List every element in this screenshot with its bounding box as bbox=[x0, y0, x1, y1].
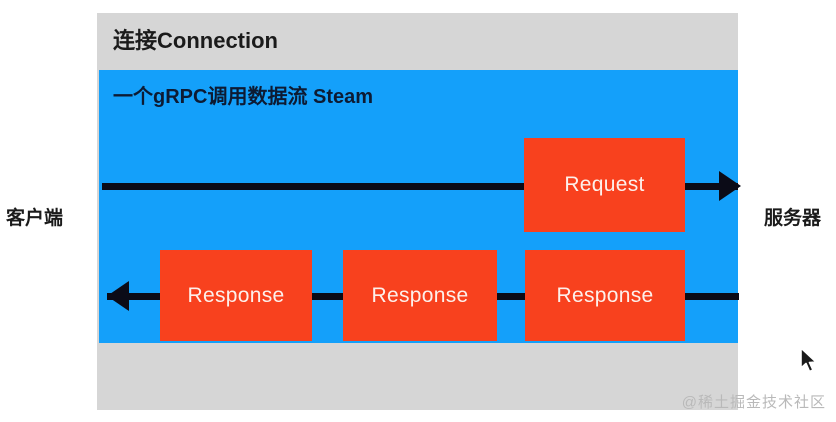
arrow-right-icon bbox=[719, 171, 741, 201]
message-box-response-1: Response bbox=[160, 250, 312, 341]
request-flow-line bbox=[102, 183, 738, 190]
arrow-left-icon bbox=[107, 281, 129, 311]
connection-title: 连接Connection bbox=[113, 28, 278, 53]
stream-title: 一个gRPC调用数据流 Steam bbox=[113, 86, 374, 108]
watermark: @稀土掘金技术社区 bbox=[681, 394, 826, 411]
endpoint-label-client: 客户端 bbox=[6, 208, 64, 229]
endpoint-label-server: 服务器 bbox=[764, 208, 822, 229]
message-box-response-2: Response bbox=[343, 250, 497, 341]
message-box-response-3: Response bbox=[525, 250, 685, 341]
stream-container: 一个gRPC调用数据流 Steam Request Response Respo… bbox=[99, 70, 817, 373]
message-box-request: Request bbox=[524, 138, 685, 232]
connection-container: 连接Connection 一个gRPC调用数据流 Steam Request R… bbox=[97, 13, 817, 410]
mouse-pointer-icon bbox=[800, 347, 817, 373]
